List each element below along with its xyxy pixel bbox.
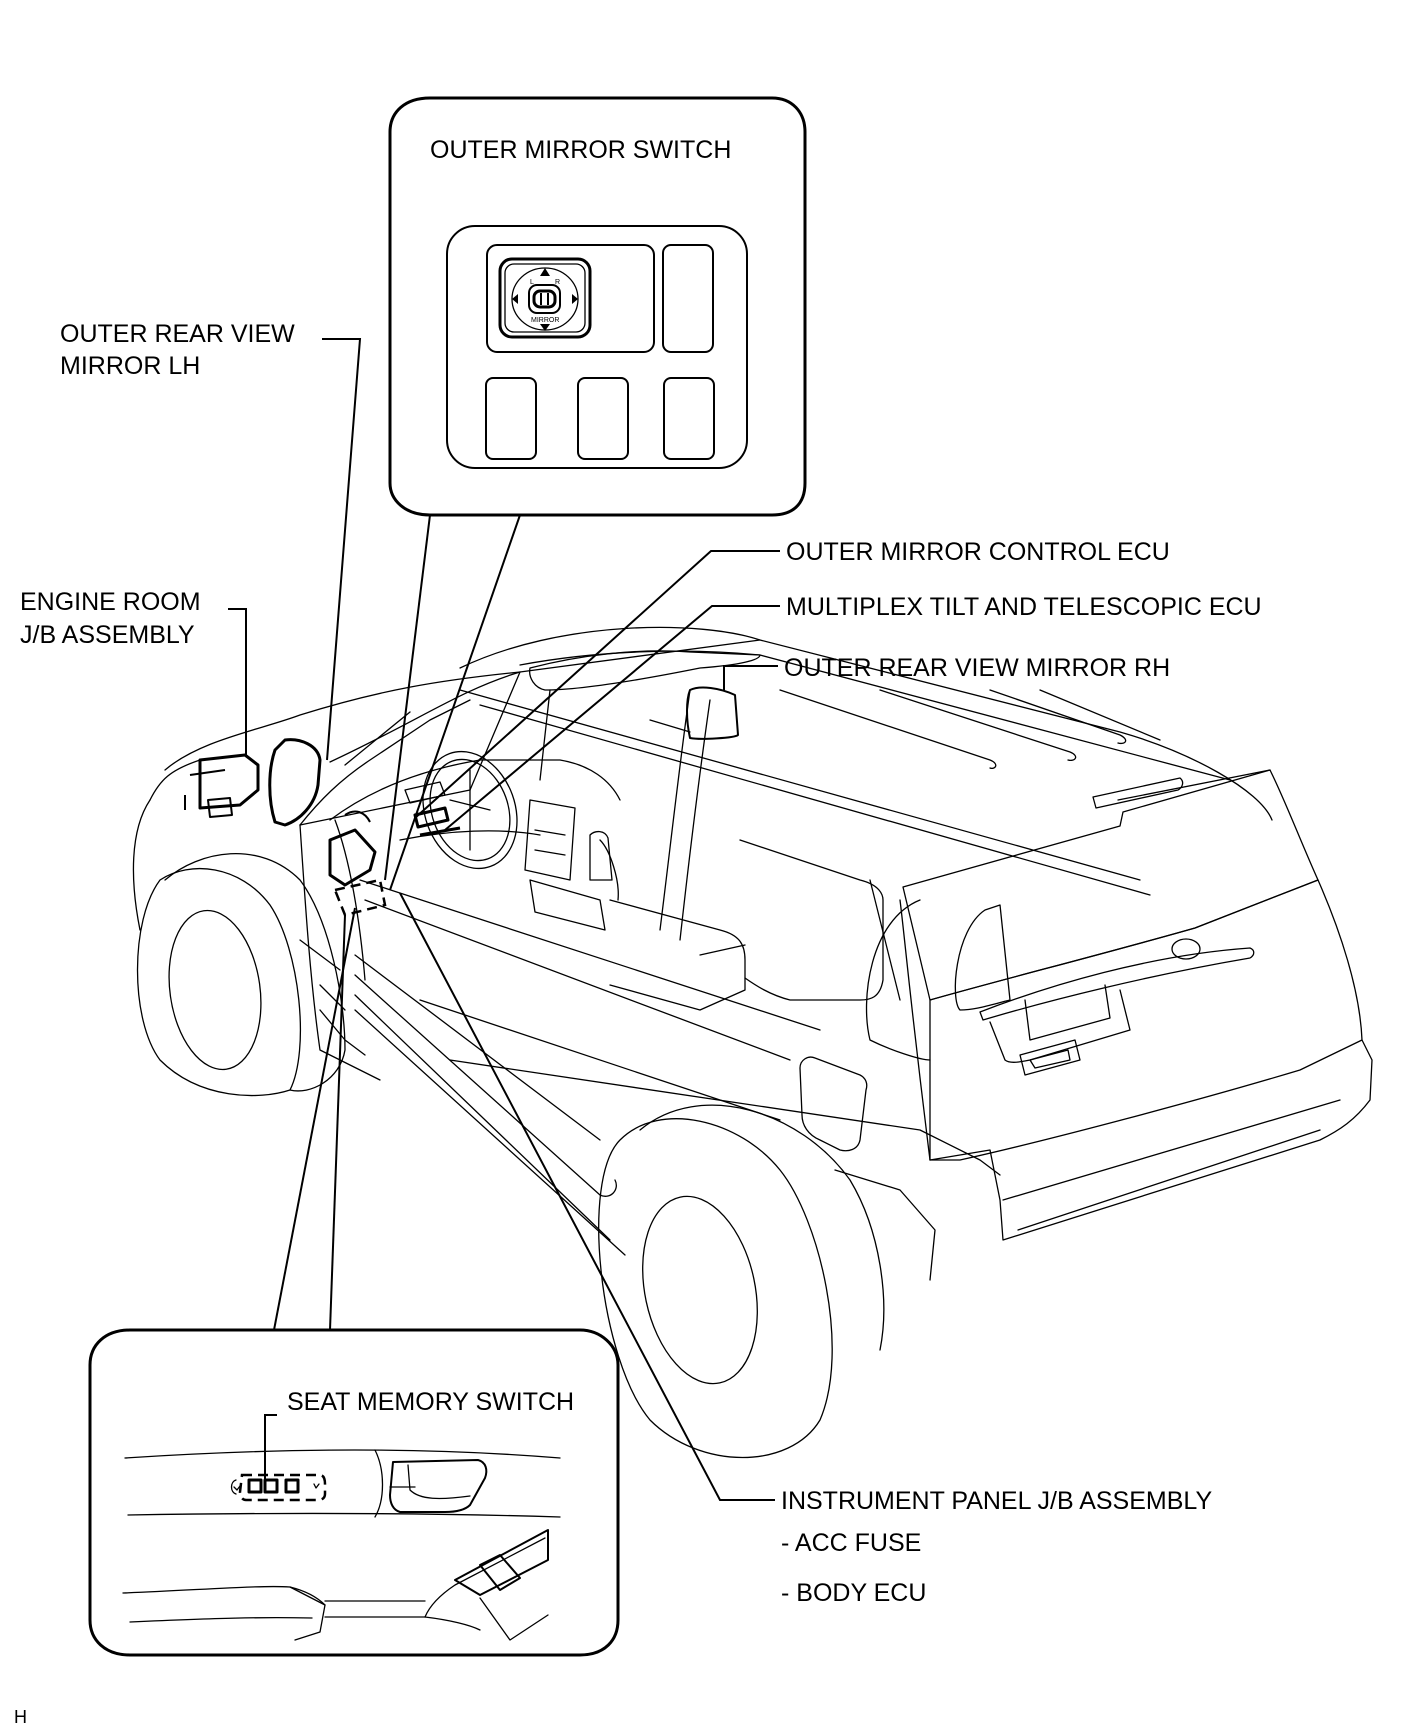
vehicle-illustration bbox=[132, 626, 1373, 1458]
arrow-left-icon bbox=[512, 294, 518, 304]
label-item-acc-fuse: - ACC FUSE bbox=[781, 1529, 921, 1557]
mirror-select-left: L bbox=[530, 279, 534, 286]
switch-blank-3 bbox=[663, 377, 715, 460]
label-engine-room-jb: ENGINE ROOM J/B ASSEMBLY bbox=[20, 588, 247, 756]
sheet-code: H bbox=[14, 1707, 27, 1727]
label-outer-mirror-control-ecu: OUTER MIRROR CONTROL ECU bbox=[414, 538, 1170, 819]
mirror-switch-panel: L R MIRROR bbox=[446, 225, 748, 469]
outer-mirror-switch-title: OUTER MIRROR SWITCH bbox=[430, 136, 731, 164]
memory-button-1 bbox=[247, 1478, 263, 1494]
arrow-right-icon bbox=[572, 294, 578, 304]
switch-blank-2 bbox=[577, 377, 629, 460]
arrow-down-icon bbox=[540, 324, 550, 331]
label-multiplex-tilt-telescopic-ecu: MULTIPLEX TILT AND TELESCOPIC ECU bbox=[444, 593, 1262, 831]
label-item-body-ecu: - BODY ECU bbox=[781, 1579, 926, 1607]
seat-memory-switch-dashed-outline bbox=[238, 1473, 327, 1502]
seat-memory-switch-callout: SEAT MEMORY SWITCH bbox=[88, 907, 620, 1657]
label-line-2: MIRROR LH bbox=[60, 352, 200, 380]
seat-memory-switch-title: SEAT MEMORY SWITCH bbox=[287, 1388, 574, 1416]
label-outer-rear-view-mirror-rh: OUTER REAR VIEW MIRROR RH bbox=[723, 654, 1170, 690]
label-text: MULTIPLEX TILT AND TELESCOPIC ECU bbox=[786, 593, 1262, 621]
mirror-adjust-knob: L R MIRROR bbox=[498, 257, 592, 339]
switch-blank-1 bbox=[485, 377, 537, 460]
label-title: INSTRUMENT PANEL J/B ASSEMBLY bbox=[781, 1487, 1212, 1515]
label-text: OUTER REAR VIEW MIRROR RH bbox=[784, 654, 1170, 682]
arrow-up-icon bbox=[540, 268, 550, 276]
label-instrument-panel-jb: INSTRUMENT PANEL J/B ASSEMBLY - ACC FUSE… bbox=[399, 892, 1212, 1607]
outer-mirror-switch-callout: OUTER MIRROR SWITCH L R bbox=[384, 96, 807, 891]
mirror-select-right: R bbox=[555, 279, 560, 286]
label-outer-rear-view-mirror-lh: OUTER REAR VIEW MIRROR LH bbox=[60, 320, 362, 761]
label-line-1: OUTER REAR VIEW bbox=[60, 320, 295, 348]
label-text: OUTER MIRROR CONTROL ECU bbox=[786, 538, 1170, 566]
mirror-knob-text: MIRROR bbox=[531, 317, 559, 324]
label-line-1: ENGINE ROOM bbox=[20, 588, 201, 616]
label-line-2: J/B ASSEMBLY bbox=[20, 621, 195, 649]
memory-button-2 bbox=[263, 1478, 279, 1494]
memory-button-3 bbox=[284, 1478, 300, 1494]
